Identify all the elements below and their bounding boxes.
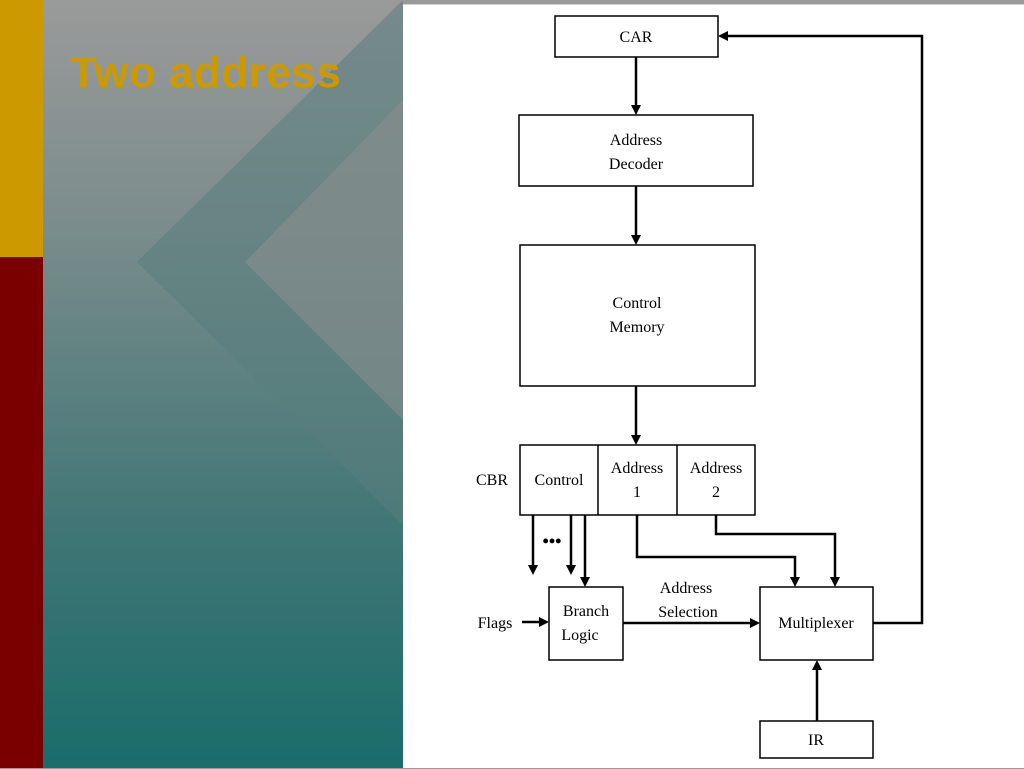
car-label: CAR bbox=[620, 29, 653, 46]
arrow-into-multiplexer bbox=[750, 618, 760, 628]
slide-title: Two address bbox=[70, 48, 342, 97]
arrow-address2-into-mux bbox=[830, 577, 840, 587]
control-memory-label-line1: Control bbox=[613, 295, 662, 312]
address2-to-mux-line bbox=[714, 515, 837, 579]
ir-label: IR bbox=[808, 732, 824, 749]
arrow-into-car bbox=[718, 31, 728, 41]
control-signals-ellipsis: ••• bbox=[543, 531, 562, 551]
cbr-address1-label-line1: Address bbox=[611, 460, 663, 477]
cbr-address2-label-line2: 2 bbox=[712, 484, 720, 501]
address-selection-label-line2: Selection bbox=[658, 604, 718, 621]
address-decoder-box bbox=[518, 114, 754, 187]
ir-box bbox=[759, 720, 874, 759]
diagram-panel: CAR Address Decoder Control Memory CBR C… bbox=[403, 4, 1024, 768]
arrow-address1-into-mux bbox=[790, 577, 800, 587]
cbr-box bbox=[519, 444, 756, 516]
control-signal-arrow-2 bbox=[566, 565, 576, 575]
chevron-inner-shape bbox=[245, 100, 403, 420]
cbr-control-label: Control bbox=[535, 472, 584, 489]
arrow-ir-into-mux bbox=[812, 660, 822, 670]
microprogram-diagram: CAR Address Decoder Control Memory CBR C… bbox=[476, 15, 924, 759]
cbr-label: CBR bbox=[476, 472, 508, 489]
car-box bbox=[554, 15, 719, 58]
arrow-into-branch-logic bbox=[580, 577, 590, 587]
control-memory-label-line2: Memory bbox=[609, 319, 664, 336]
address-decoder-label-line1: Address bbox=[610, 132, 662, 149]
arrow-into-memory bbox=[631, 235, 641, 245]
multiplexer-label: Multiplexer bbox=[778, 615, 854, 632]
control-memory-box bbox=[519, 244, 756, 387]
address-selection-label-line1: Address bbox=[660, 580, 712, 597]
address1-to-mux-line bbox=[635, 515, 797, 579]
red-accent-bar bbox=[0, 257, 43, 768]
cbr-address2-label-line1: Address bbox=[690, 460, 742, 477]
branch-logic-label-line1: Branch bbox=[563, 603, 609, 620]
arrow-into-decoder bbox=[631, 105, 641, 115]
branch-logic-label-line2: Logic bbox=[561, 627, 598, 644]
arrow-into-cbr bbox=[631, 435, 641, 445]
flags-label: Flags bbox=[478, 615, 513, 632]
gold-accent-bar bbox=[0, 0, 43, 257]
mux-to-car-feedback-line bbox=[726, 34, 924, 625]
branch-logic-box bbox=[548, 586, 624, 661]
address-decoder-label-line2: Decoder bbox=[609, 156, 664, 173]
control-signal-arrow-1 bbox=[528, 565, 538, 575]
cbr-address1-label-line2: 1 bbox=[633, 484, 641, 501]
multiplexer-box bbox=[759, 586, 874, 661]
arrow-flags-into-branch bbox=[539, 617, 549, 627]
